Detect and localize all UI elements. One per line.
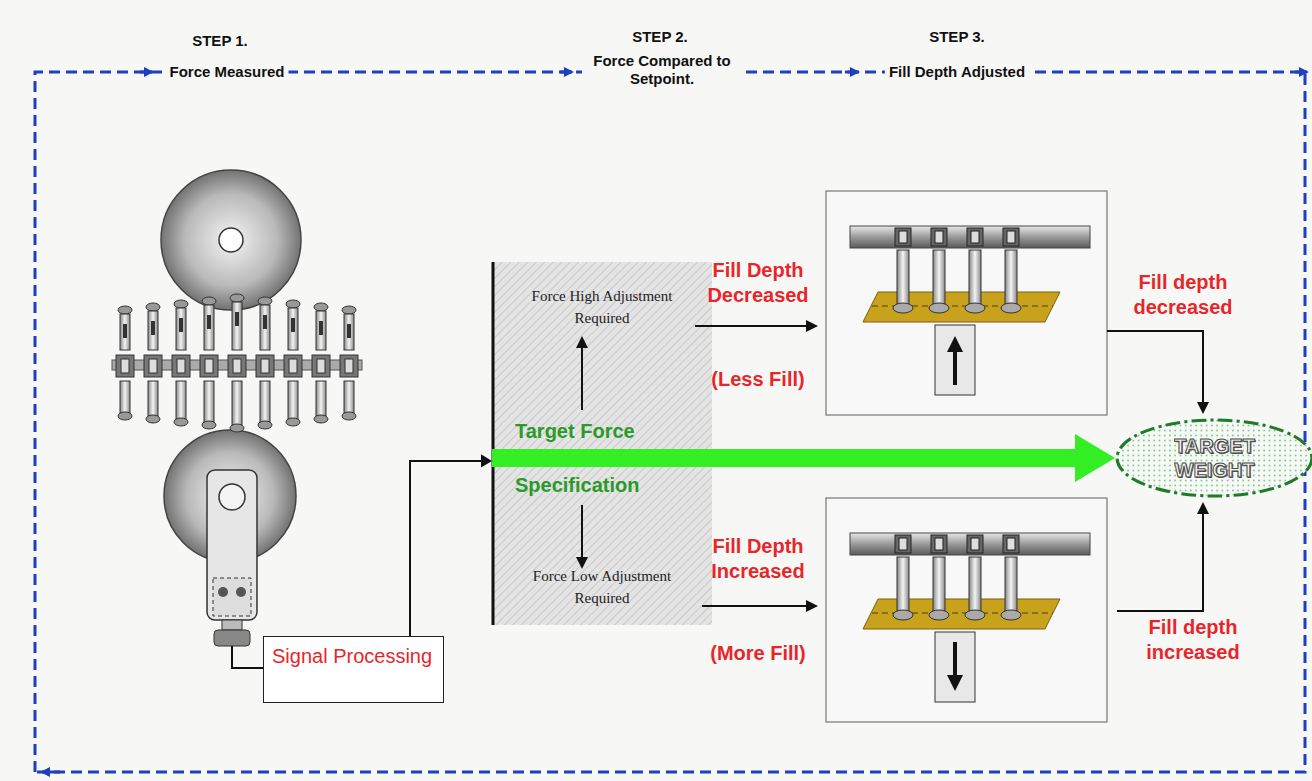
adjust-label: Fill depth decreased [1118, 270, 1248, 320]
adjust-label: Fill Depth Decreased [693, 258, 823, 308]
target-ellipse: TARGET WEIGHT [1115, 418, 1312, 498]
adjust-label: Fill depth increased [1128, 615, 1258, 665]
step-label: Force Compared to Setpoint. [582, 52, 742, 88]
text-label: TARGET WEIGHT [1145, 434, 1284, 482]
ellipse-outline [1115, 418, 1312, 498]
step-label: STEP 3. [929, 28, 985, 46]
adjust-label: (More Fill) [710, 641, 806, 666]
step-label: STEP 2. [632, 28, 688, 46]
text-label: Force High Adjustment Required [512, 286, 692, 330]
text-label: Target Force [515, 420, 635, 443]
step-label: STEP 1. [192, 32, 248, 50]
text-label: Specification [515, 474, 639, 497]
text-label: Force Low Adjustment Required [512, 566, 692, 610]
step-label: Force Measured [165, 63, 288, 81]
adjust-label: (Less Fill) [711, 367, 804, 392]
adjust-label: Fill Depth Increased [693, 534, 823, 584]
spec-panel: Force High Adjustment RequiredTarget For… [492, 262, 712, 625]
step-label: Fill Depth Adjusted [885, 63, 1029, 81]
text-label: Signal Processing [272, 643, 435, 669]
process-box: Signal Processing [263, 636, 444, 703]
